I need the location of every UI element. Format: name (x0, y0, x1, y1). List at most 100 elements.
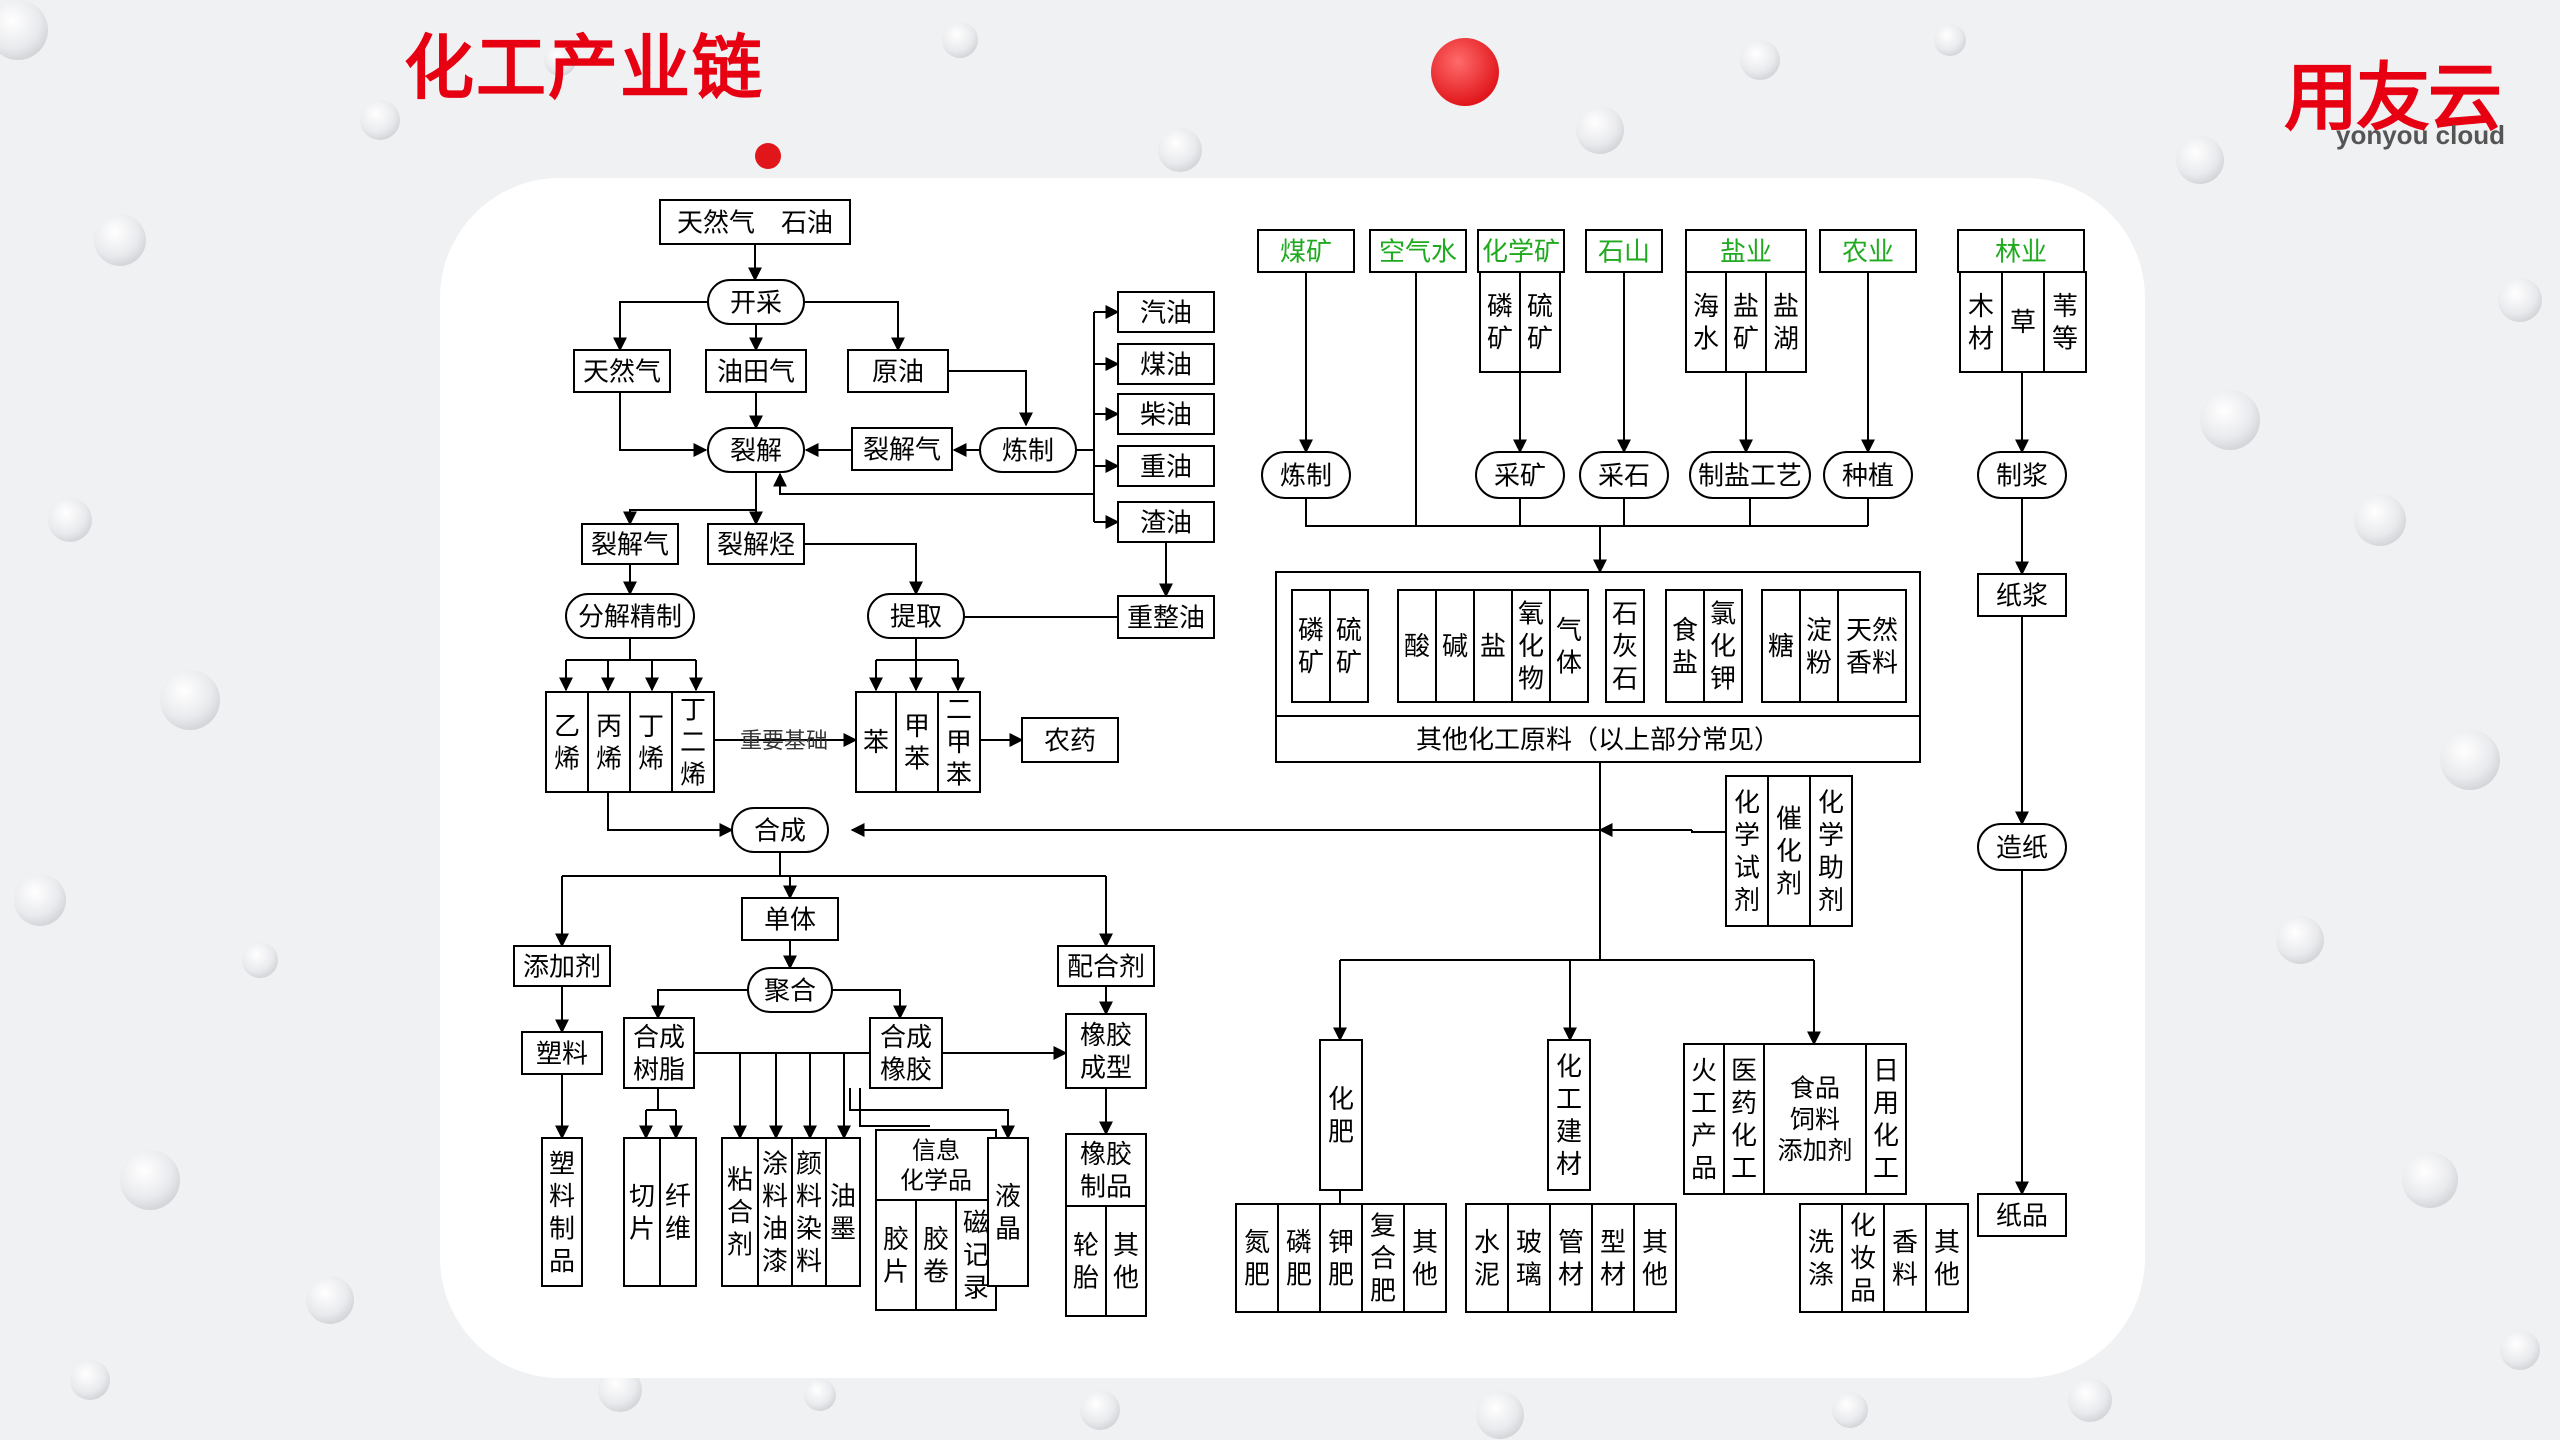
products-fert-other-label: 其他 (1412, 1228, 1438, 1291)
slide-title: 化工产业链 (404, 27, 764, 109)
decorative-bubble (2068, 1378, 2112, 1422)
products-phosphate: 磷肥 (1277, 1203, 1321, 1313)
raw-kcl: 氯化钾 (1703, 589, 1743, 703)
petro-plastic-products-label: 塑料制品 (549, 1149, 575, 1277)
decorative-bubble (1476, 1391, 1524, 1439)
petro-chips: 切片 (623, 1137, 661, 1287)
products-daily: 日用化工 (1865, 1043, 1907, 1195)
sources-forest-label: 林业 (1995, 237, 2047, 267)
sources-grass: 草 (2001, 271, 2045, 373)
raw-natural-spice-label: 天然香料 (1846, 616, 1898, 679)
products-daily-other: 其他 (1925, 1203, 1969, 1313)
petro-additive: 添加剂 (513, 945, 611, 987)
products-building: 化工建材 (1547, 1039, 1591, 1191)
decorative-bubble (0, 0, 48, 60)
petro-xylene-label: 二甲苯 (946, 696, 972, 791)
sources-chem-mine-label: 化学矿 (1482, 237, 1560, 267)
sources-salt-lake: 盐湖 (1765, 271, 1807, 373)
raw-sulfur: 硫矿 (1329, 589, 1369, 703)
petro-rubber-other-label: 其他 (1113, 1231, 1139, 1294)
raw-alkali: 碱 (1435, 589, 1475, 703)
raw-limestone-label: 石灰石 (1612, 600, 1638, 695)
paper-paper-products-label: 纸品 (1996, 1201, 2048, 1231)
raw-sugar-label: 糖 (1768, 632, 1794, 662)
sources-forest: 林业 (1957, 229, 2085, 273)
products-build-other: 其他 (1633, 1203, 1677, 1313)
petro-cracking-label: 裂解 (730, 436, 782, 466)
raw-oxide: 氧化物 (1511, 589, 1551, 703)
sources-seawater-label: 海水 (1693, 292, 1719, 355)
products-glass: 玻璃 (1507, 1203, 1551, 1313)
petro-important-basis-label: 重要基础 (740, 729, 828, 754)
petro-source: 天然气 石油 (659, 199, 851, 245)
petro-film: 胶片 (875, 1199, 917, 1311)
products-daily-other-label: 其他 (1934, 1228, 1960, 1291)
decorative-bubble (598, 1368, 642, 1412)
petro-propylene-label: 丙烯 (596, 712, 622, 775)
petro-important-basis: 重要基础 (740, 729, 828, 754)
raw-alkali-label: 碱 (1442, 632, 1468, 662)
petro-crude-oil: 原油 (847, 349, 949, 393)
decorative-bubble (2200, 390, 2260, 450)
petro-cracked-hydrocarbon: 裂解烃 (707, 523, 805, 565)
raw-gas-label: 气体 (1556, 616, 1582, 679)
decorative-bubble (1832, 1392, 1868, 1428)
sources-salt-mine-label: 盐矿 (1733, 292, 1759, 355)
petro-liquid-crystal-label: 液晶 (995, 1182, 1021, 1245)
petro-kerosene: 煤油 (1117, 343, 1215, 385)
products-pipe: 管材 (1549, 1203, 1593, 1313)
aux-auxiliary-label: 化学助剂 (1818, 788, 1844, 916)
products-profile: 型材 (1591, 1203, 1635, 1313)
products-fragrance-label: 香料 (1892, 1228, 1918, 1291)
petro-additive-label: 添加剂 (523, 952, 601, 982)
petro-residue-oil: 渣油 (1117, 501, 1215, 543)
petro-monomer-label: 单体 (764, 905, 816, 935)
sources-phos-mine-label: 磷矿 (1487, 292, 1513, 355)
sources-grass-label: 草 (2010, 308, 2036, 338)
sources-air-water: 空气水 (1369, 229, 1467, 273)
decorative-bubble (306, 1276, 354, 1324)
products-pharma-label: 医药化工 (1731, 1056, 1757, 1184)
petro-natural-gas-label: 天然气 (583, 357, 661, 387)
brand-tagline: yonyou cloud (2336, 120, 2505, 150)
petro-adhesive-label: 粘合剂 (727, 1166, 753, 1261)
products-fert-other: 其他 (1403, 1203, 1447, 1313)
petro-xylene: 二甲苯 (937, 691, 981, 793)
petro-cracked-gas-b: 裂解气 (581, 523, 679, 565)
petro-gasoline: 汽油 (1117, 291, 1215, 333)
decorative-bubble (1576, 106, 1624, 154)
products-potash-label: 钾肥 (1328, 1228, 1354, 1291)
decorative-bubble (48, 498, 92, 542)
petro-plastic: 塑料 (521, 1031, 603, 1075)
decorative-bubble (2498, 278, 2542, 322)
processes-planting: 种植 (1823, 451, 1913, 499)
decorative-bubble (804, 1379, 836, 1411)
aux-reagent: 化学试剂 (1725, 775, 1769, 927)
raw-starch-label: 淀粉 (1806, 616, 1832, 679)
petro-pesticide-label: 农药 (1044, 726, 1096, 756)
petro-diesel-label: 柴油 (1140, 400, 1192, 430)
petro-extraction-label: 提取 (890, 602, 942, 632)
sources-wood-label: 木材 (1968, 292, 1994, 355)
sources-air-water-label: 空气水 (1379, 237, 1457, 267)
petro-mining-label: 开采 (730, 288, 782, 318)
products-cosmetics-label: 化妆品 (1850, 1212, 1876, 1307)
petro-extraction: 提取 (867, 593, 965, 639)
raw-oxide-label: 氧化物 (1518, 600, 1544, 695)
petro-cracking: 裂解 (707, 427, 805, 473)
paper-pulp: 纸浆 (1977, 573, 2067, 617)
sources-stone-label: 石山 (1598, 237, 1650, 267)
processes-salt-process: 制盐工艺 (1689, 451, 1811, 499)
petro-paint: 涂料油漆 (757, 1137, 793, 1287)
sources-sulfur-mine: 硫矿 (1519, 271, 1561, 373)
raw-phos: 磷矿 (1291, 589, 1331, 703)
petro-roll-label: 胶卷 (923, 1225, 949, 1288)
decorative-bubble (1740, 40, 1780, 80)
petro-synthetic-resin-label: 合成树脂 (633, 1023, 685, 1086)
products-pharma: 医药化工 (1723, 1043, 1765, 1195)
paper-paper-products: 纸品 (1977, 1193, 2067, 1237)
sources-agri-label: 农业 (1842, 237, 1894, 267)
petro-roll: 胶卷 (915, 1199, 957, 1311)
petro-fiber-label: 纤维 (665, 1182, 691, 1245)
